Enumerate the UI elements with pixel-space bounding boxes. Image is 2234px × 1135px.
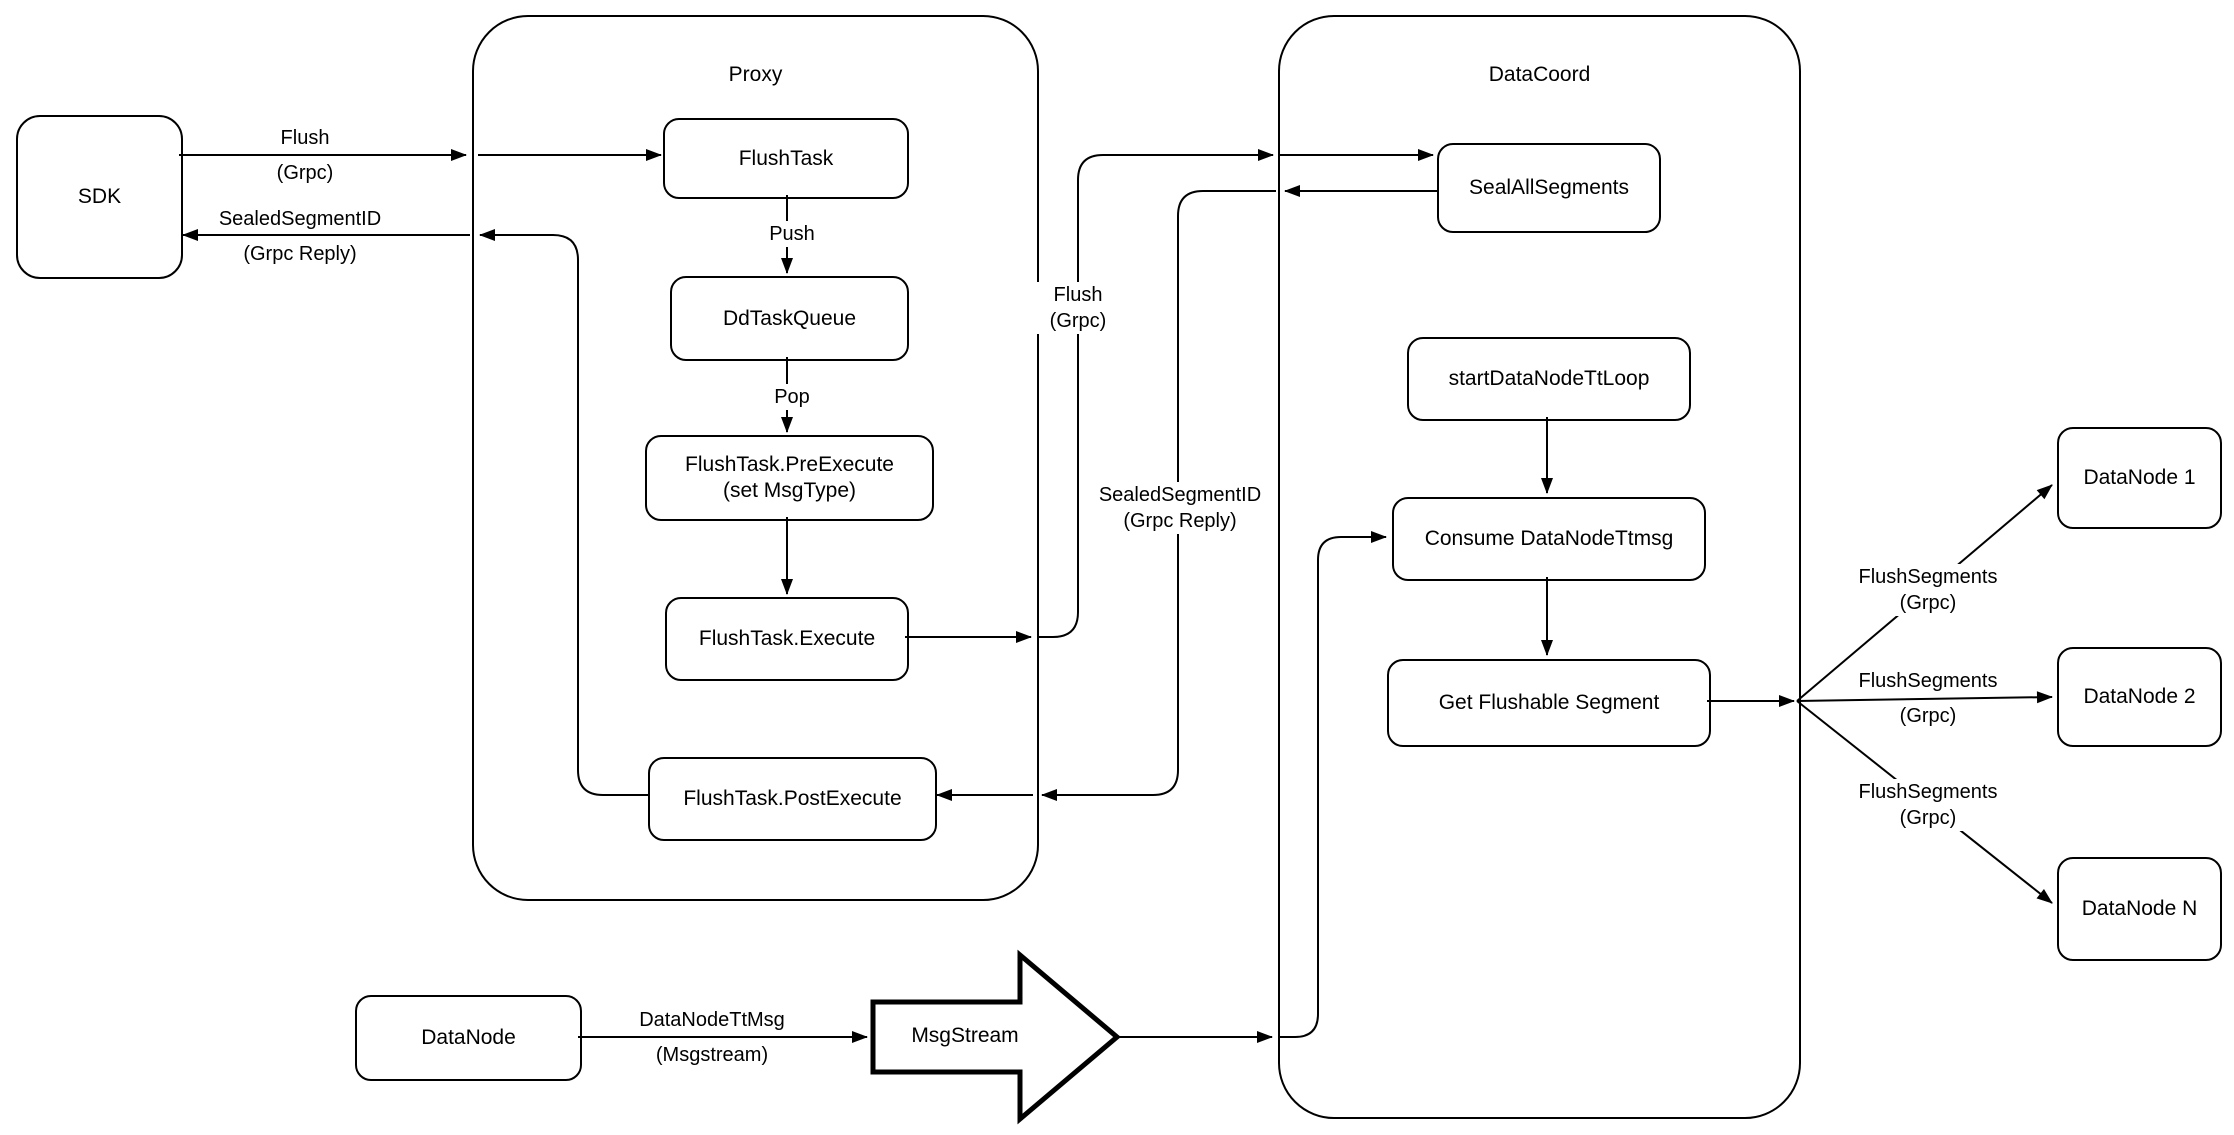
edge-postexecute-to-proxy-border — [479, 229, 648, 796]
label-sealedsegmentid-mid: SealedSegmentID (Grpc Reply) — [1085, 482, 1275, 534]
label-flushsegments-1: FlushSegments (Grpc) — [1843, 564, 2013, 616]
datacoord-title: DataCoord — [1488, 63, 1591, 86]
node-flushtask-postexecute: FlushTask.PostExecute — [648, 757, 937, 841]
node-sealallsegments: SealAllSegments — [1437, 143, 1661, 233]
label-flushsegments-3: FlushSegments (Grpc) — [1843, 779, 2013, 831]
label-datanodettmsg: DataNodeTtMsg (Msgstream) — [639, 1009, 785, 1066]
node-msgstream-label: MsgStream — [911, 1024, 1019, 1047]
msgstream-block-arrow — [870, 949, 1121, 1125]
node-datanode-2: DataNode 2 — [2057, 647, 2222, 747]
proxy-title: Proxy — [728, 63, 783, 86]
proxy-container: Proxy — [472, 15, 1039, 901]
node-datanode-1: DataNode 1 — [2057, 427, 2222, 529]
label-sealedsegmentid-sdk: SealedSegmentID (Grpc Reply) — [218, 208, 382, 265]
edge-flushsegments-datanode2 — [1796, 691, 2053, 704]
node-datanode-n: DataNode N — [2057, 857, 2222, 961]
node-get-flushable-segment: Get Flushable Segment — [1387, 659, 1711, 747]
label-flush-grpc-sdk: Flush (Grpc) — [276, 127, 334, 184]
node-sdk: SDK — [16, 115, 183, 279]
edge-flush-grpc-up — [1037, 149, 1274, 638]
label-push: Push — [752, 221, 832, 247]
node-flushtask-execute: FlushTask.Execute — [665, 597, 909, 681]
node-flushtask: FlushTask — [663, 118, 909, 199]
node-flushtask-preexecute: FlushTask.PreExecute (set MsgType) — [645, 435, 934, 521]
label-flush-grpc-mid: Flush (Grpc) — [1018, 282, 1138, 334]
node-consume-datanodettmsg: Consume DataNodeTtmsg — [1392, 497, 1706, 581]
node-ddtaskqueue: DdTaskQueue — [670, 276, 909, 361]
node-startdatanodettloop: startDataNodeTtLoop — [1407, 337, 1691, 421]
edge-datanodettmsg-up-to-consume — [1280, 531, 1387, 1038]
label-flushsegments-2: FlushSegments (Grpc) — [1858, 670, 1998, 727]
label-pop: Pop — [752, 384, 832, 410]
node-datanode: DataNode — [355, 995, 582, 1081]
datacoord-container: DataCoord — [1278, 15, 1801, 1119]
